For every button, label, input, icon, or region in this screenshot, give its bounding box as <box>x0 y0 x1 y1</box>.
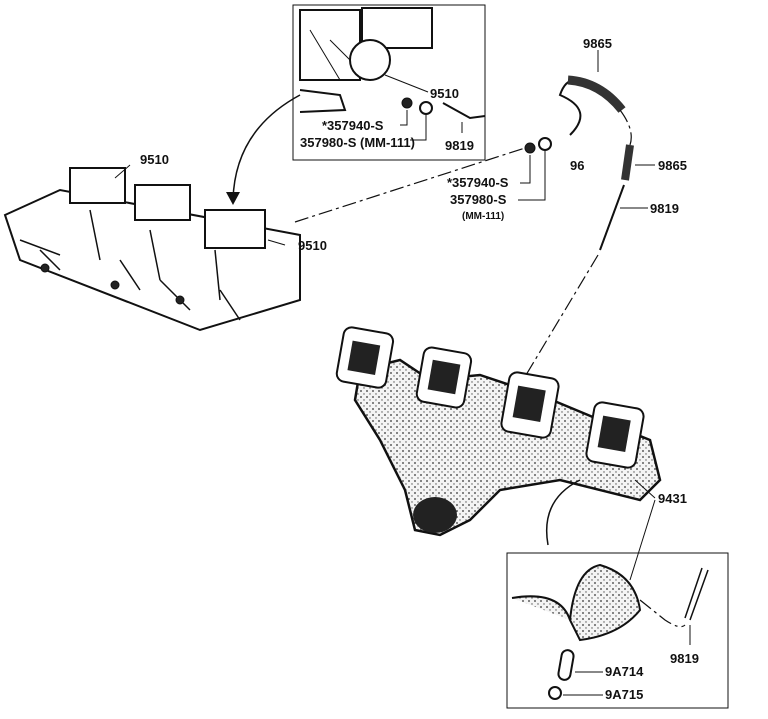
detail-arrow <box>232 94 301 201</box>
tube-icon <box>442 102 486 120</box>
exhaust-manifold <box>335 326 662 537</box>
carb-left-label: 9510 <box>140 152 169 167</box>
carburetor-detail <box>299 7 433 113</box>
main-fitting-spec: (MM-111) <box>462 211 504 222</box>
top-inset-tube-label: 9819 <box>445 138 474 153</box>
main-fitting-label: 357980-S <box>450 192 507 207</box>
partial-label: 96 <box>570 158 584 173</box>
nut-icon <box>524 142 536 154</box>
plug-icon <box>548 686 562 700</box>
top-inset-fitting-label: 357980-S (MM-111) <box>300 135 415 150</box>
main-tube-label: 9819 <box>650 201 679 216</box>
top-inset-nut-label: *357940-S <box>322 118 384 133</box>
insert-label: 9A714 <box>605 664 644 679</box>
plug-label: 9A715 <box>605 687 643 702</box>
manifold-label: 9431 <box>658 491 687 506</box>
carburetor-assembly <box>3 167 301 332</box>
bottom-inset: 9819 9A714 9A715 <box>506 552 729 709</box>
top-hose-icon <box>567 75 626 113</box>
carb-right-label: 9510 <box>298 238 327 253</box>
top-inset-carb-label: 9510 <box>430 86 459 101</box>
fitting-icon <box>419 101 433 115</box>
carb-leader <box>384 74 429 93</box>
top-inset: 9510 *357940-S 357980-S (MM-111) 9819 <box>292 4 486 161</box>
centerline <box>294 147 526 223</box>
arrow-head-icon <box>226 192 240 205</box>
bottom-inset-tube-label: 9819 <box>670 651 699 666</box>
top-hose-label: 9865 <box>583 36 612 51</box>
main-nut-label: *357940-S <box>447 175 509 190</box>
nut-icon <box>401 97 413 109</box>
mid-hose-icon <box>621 144 634 181</box>
fitting-icon <box>538 137 552 151</box>
insert-icon <box>557 649 575 681</box>
tube-9819 <box>599 184 625 251</box>
mid-hose-label: 9865 <box>658 158 687 173</box>
